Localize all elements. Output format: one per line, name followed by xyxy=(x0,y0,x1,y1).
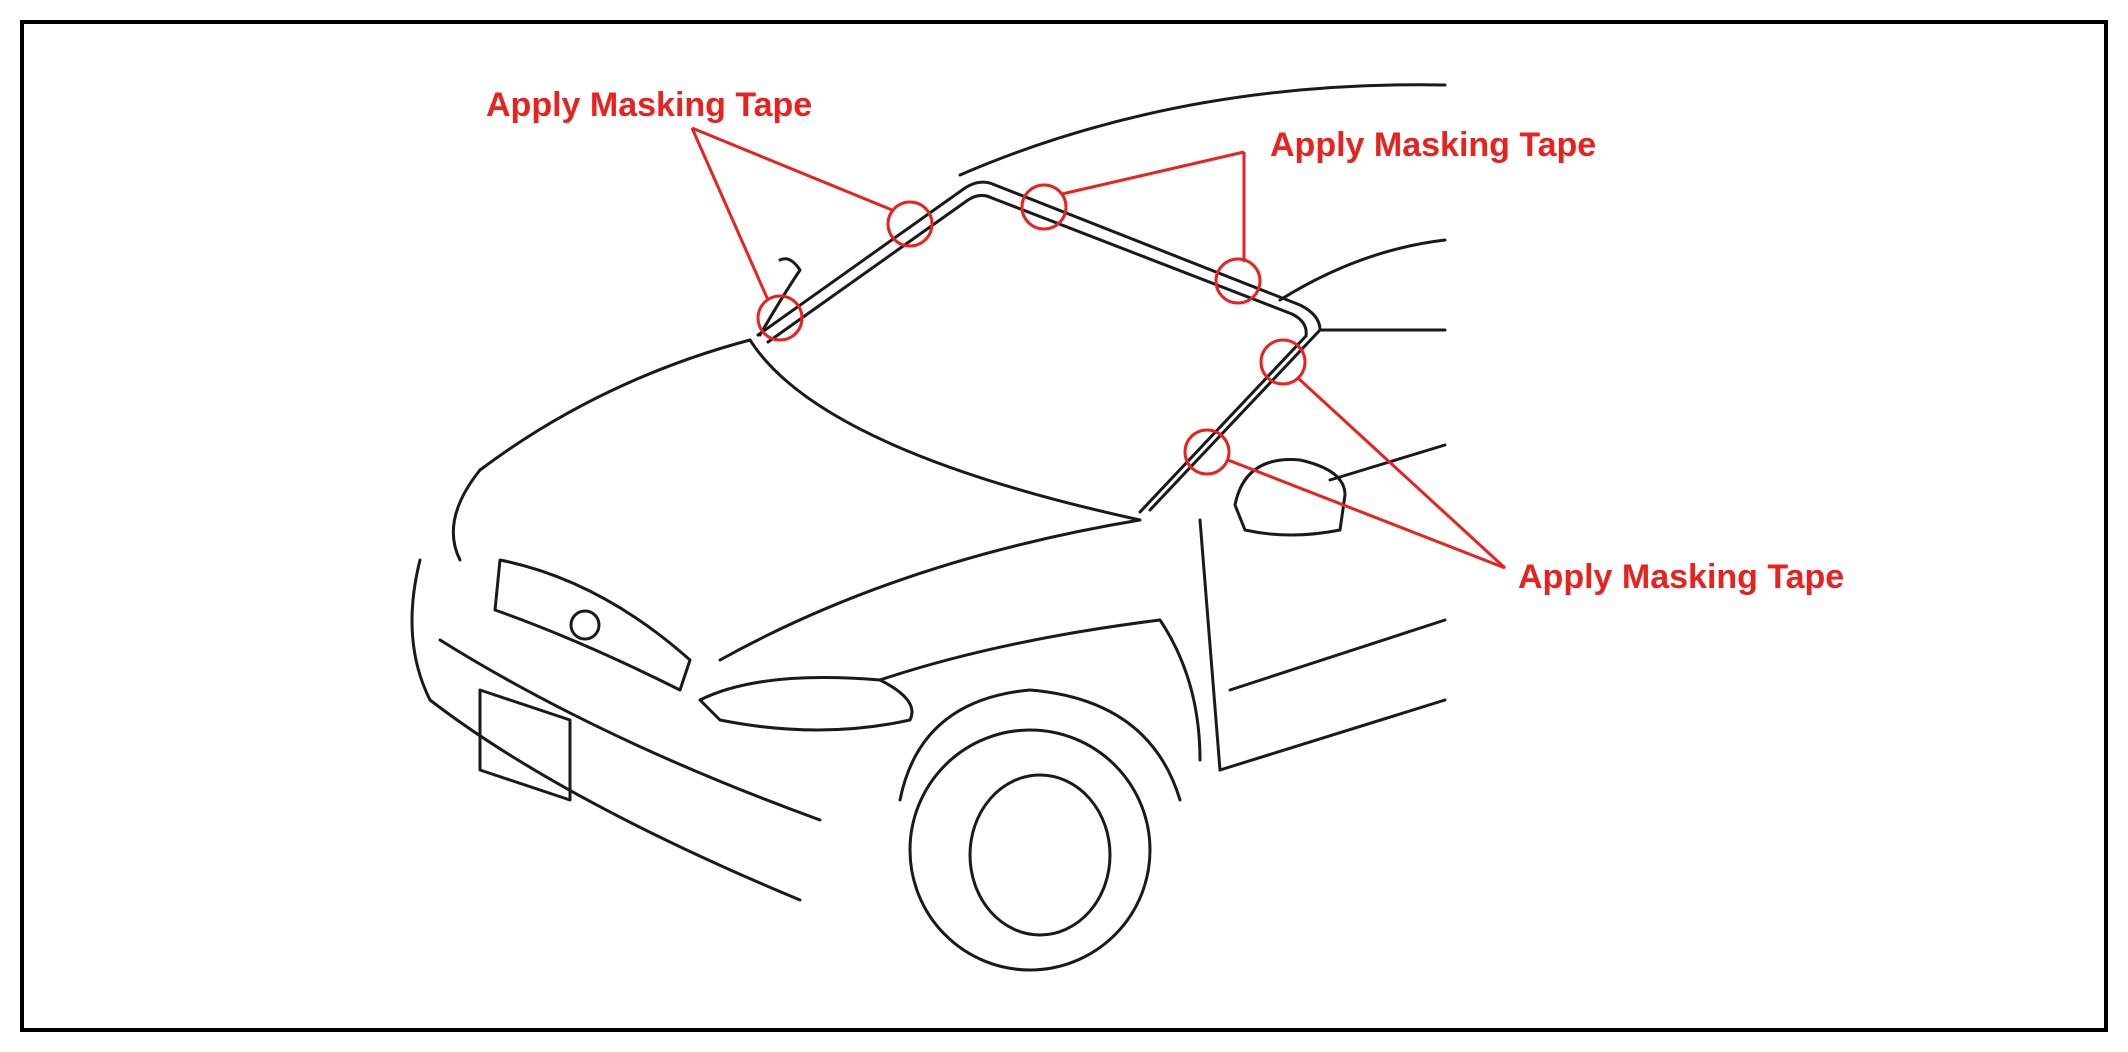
marker-circle xyxy=(1259,338,1307,386)
callout-label: Apply Masking Tape xyxy=(486,86,813,124)
diagram-frame xyxy=(20,20,2108,1032)
leader-line xyxy=(1296,376,1507,570)
marker-circle xyxy=(1214,257,1262,305)
leader-line xyxy=(1061,150,1245,196)
marker-circle xyxy=(886,200,934,248)
masking-tape-markers xyxy=(690,126,1507,570)
callout-label: Apply Masking Tape xyxy=(1270,126,1597,164)
leader-line xyxy=(690,127,770,301)
car-body xyxy=(410,83,1447,972)
marker-circle xyxy=(1020,183,1068,231)
leader-line xyxy=(691,126,893,212)
callout-label: Apply Masking Tape xyxy=(1518,558,1845,596)
marker-circle xyxy=(756,294,804,342)
marker-circle xyxy=(1183,428,1231,476)
leader-line xyxy=(1227,458,1506,570)
